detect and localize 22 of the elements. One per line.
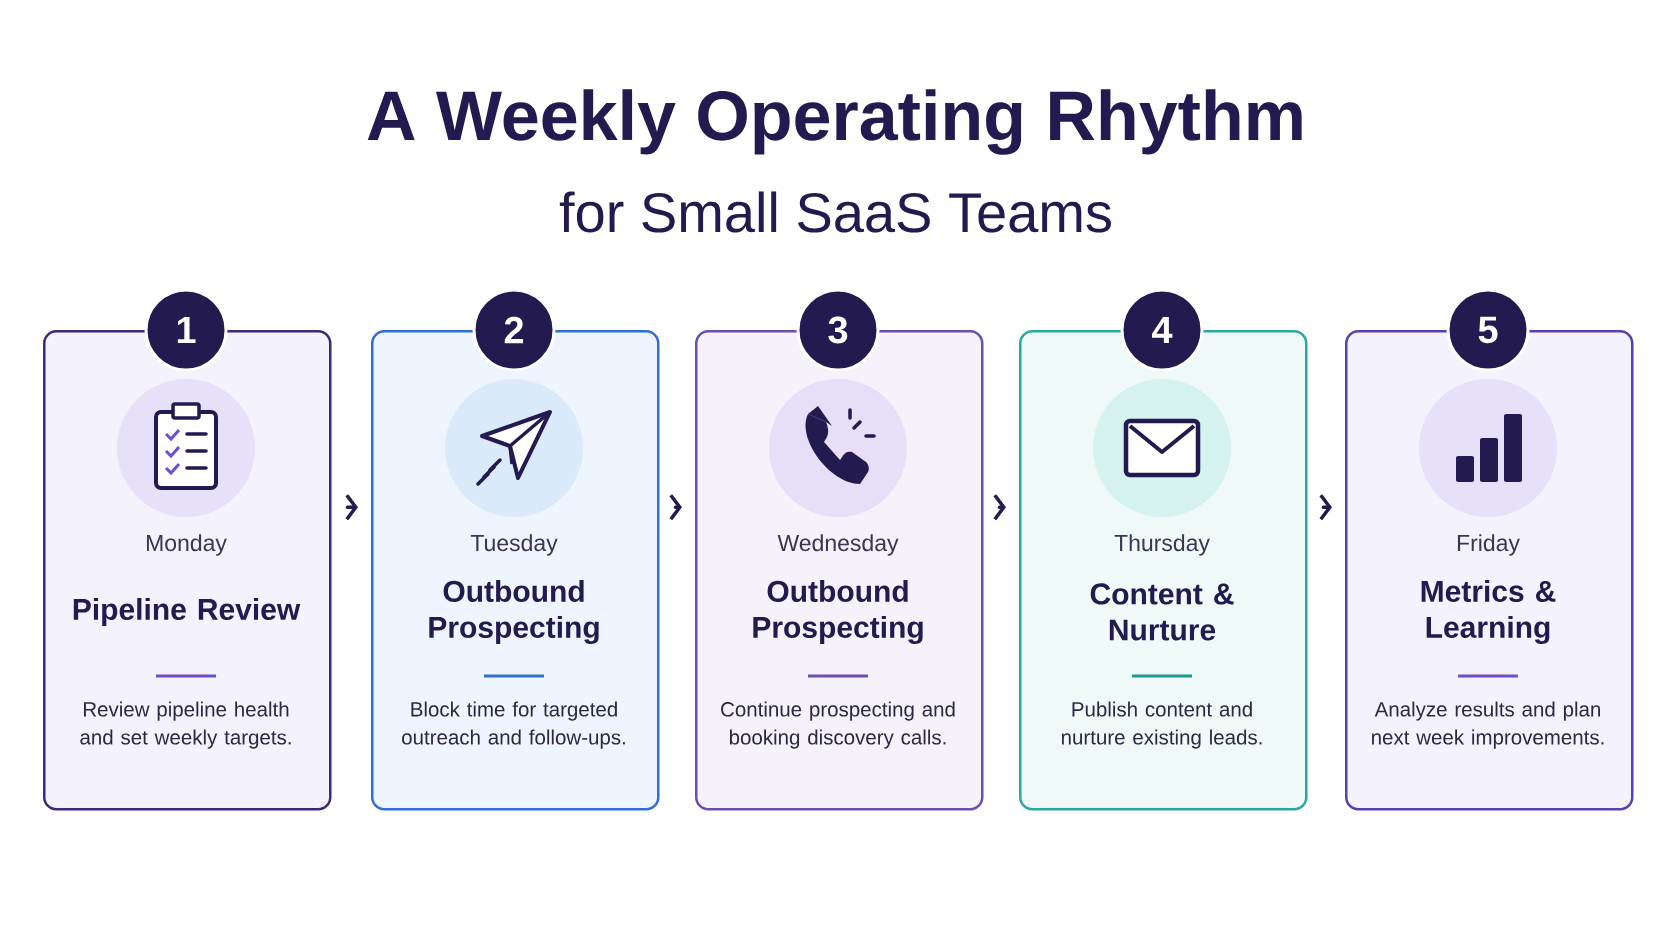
number-badge: 3: [796, 288, 880, 372]
number-badge: 4: [1120, 288, 1204, 372]
subtitle: for Small SaaS Teams: [559, 191, 1111, 233]
title: A Weekly Operating Rhythm: [367, 89, 1302, 155]
card-title: Outbound Prospecting: [753, 579, 923, 645]
day-label: Tuesday: [470, 534, 558, 556]
card-title: Content & Nurture: [1090, 583, 1234, 641]
card-title: Outbound Prospecting: [429, 579, 599, 645]
number-badge: 1: [144, 288, 228, 372]
description: Publish content and nurture existing leads.: [1061, 701, 1262, 749]
description: Analyze results and plan next week improvements.: [1372, 701, 1604, 749]
number-badge: 2: [472, 288, 556, 372]
description: Block time for targeted outreach and follow-ups.: [402, 701, 625, 749]
description: Continue prospecting and booking discovery calls.: [721, 701, 955, 749]
day-label: Friday: [1457, 534, 1520, 556]
day-label: Thursday: [1114, 534, 1210, 556]
day-label: Wednesday: [777, 534, 899, 556]
card-title: Pipeline Review: [73, 598, 301, 626]
number-badge: 5: [1446, 288, 1530, 372]
card-title: Metrics & Learning: [1421, 579, 1556, 645]
description: Review pipeline health and set weekly targets.: [80, 701, 291, 749]
day-label: Monday: [147, 534, 227, 556]
